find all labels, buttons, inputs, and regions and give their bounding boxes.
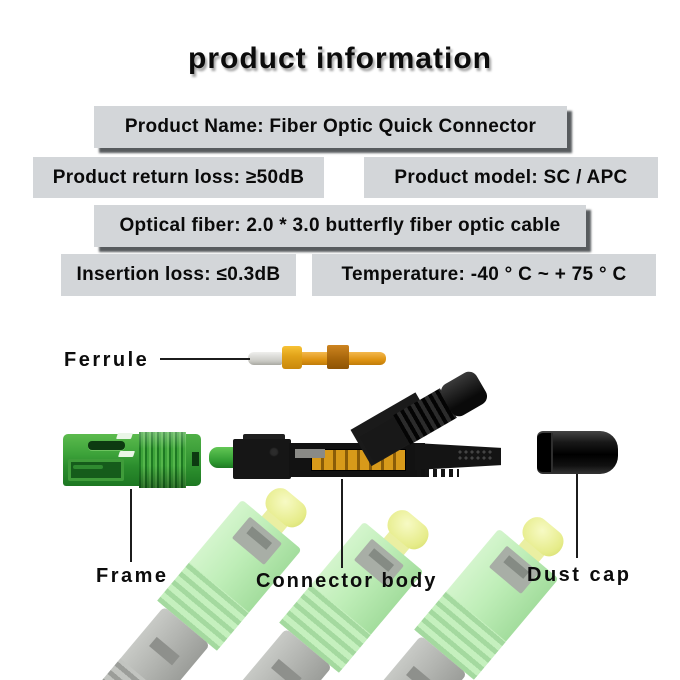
connector-body-leader-line [341, 479, 343, 568]
dust-cap-leader-line [576, 474, 578, 558]
frame-glint [118, 451, 135, 457]
frame-rib-shading [139, 432, 186, 488]
lower-latch-teeth [417, 469, 459, 477]
ferrule-crimp-block [327, 345, 349, 369]
ferrule-tail-tube [349, 352, 386, 365]
frame-opening-bar [73, 465, 103, 469]
frame-leader-line [130, 489, 132, 562]
dust-cap-opening [537, 433, 553, 472]
connector-body-image [209, 368, 509, 485]
dust-cap-image [537, 431, 618, 474]
ferrule-tube [302, 352, 327, 365]
frame-glint [116, 433, 133, 439]
spec-bar-optical-fiber: Optical fiber: 2.0 * 3.0 butterfly fiber… [94, 205, 586, 247]
ferrule-leader-line [160, 358, 250, 360]
connector-gray-latch [295, 449, 325, 458]
connector-green-tip [209, 447, 237, 468]
spec-bar-product-name: Product Name: Fiber Optic Quick Connecto… [94, 106, 567, 148]
ferrule-ceramic-tip [248, 352, 282, 365]
frame-image [63, 432, 201, 488]
spec-bar-return-loss: Product return loss: ≥50dB [33, 157, 324, 198]
connector-pivot-circle [269, 447, 279, 457]
connector-top-bump [243, 434, 285, 441]
connector-body-label: Connector body [256, 570, 438, 592]
page-title: product information [188, 42, 492, 75]
spec-bar-product-model: Product model: SC / APC [364, 157, 658, 198]
spec-bar-temperature: Temperature: -40 ° C ~ + 75 ° C [312, 254, 656, 296]
frame-label: Frame [96, 565, 169, 587]
connector-front-block [233, 439, 291, 479]
dust-cap-label: Dust cap [527, 564, 632, 586]
frame-front-opening [68, 459, 124, 481]
ferrule-label: Ferrule [64, 349, 150, 371]
frame-end-hole [192, 452, 199, 466]
frame-ribs [139, 432, 186, 488]
spec-bar-insertion-loss: Insertion loss: ≤0.3dB [61, 254, 296, 296]
lower-latch-grip-dots [457, 449, 493, 462]
frame-key-slot [88, 441, 125, 450]
ferrule-gold-flange [282, 346, 302, 369]
